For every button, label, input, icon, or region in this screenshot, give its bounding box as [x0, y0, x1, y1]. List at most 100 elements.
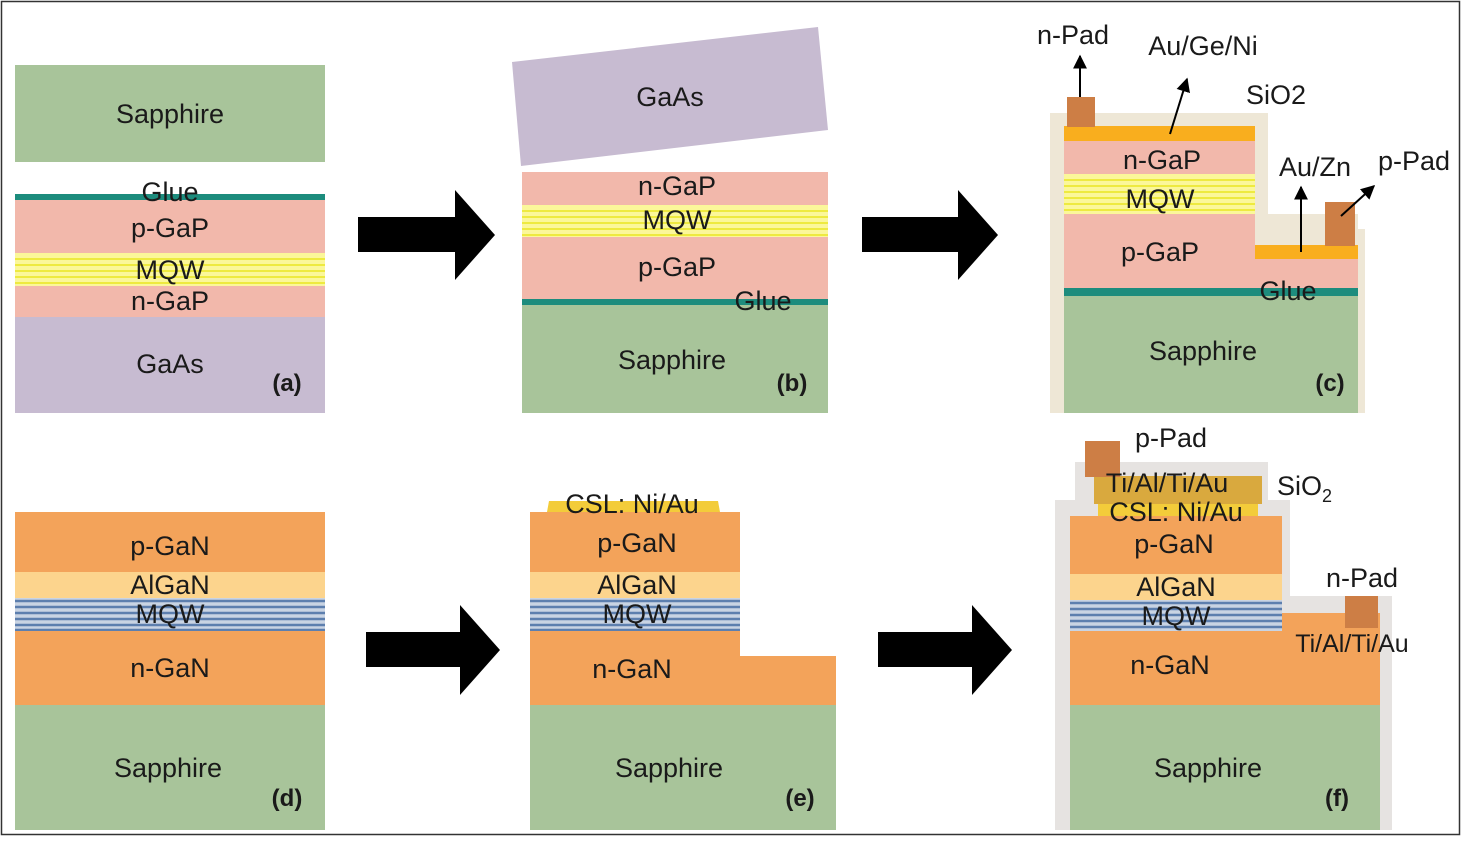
- sapphire-label: Sapphire: [114, 753, 222, 783]
- panel-b: GaAs n-GaP MQW p-GaP Glue Sapphire (b): [512, 27, 828, 413]
- panel-tag: (e): [785, 785, 814, 812]
- n-gan-label: n-GaN: [1130, 650, 1210, 680]
- p-gap-layer: [15, 197, 325, 253]
- p-gap-layer: [522, 237, 828, 299]
- p-gan-label: p-GaN: [597, 528, 677, 558]
- glue-label: Glue: [1259, 276, 1316, 306]
- sio2-label: SiO2: [1246, 80, 1306, 110]
- panel-tag: (b): [777, 370, 808, 397]
- p-pad-label: p-Pad: [1378, 146, 1450, 176]
- p-gan-label: p-GaN: [1134, 529, 1214, 559]
- n-gap-label: n-GaP: [638, 171, 716, 201]
- process-arrow-4: [878, 605, 1012, 695]
- csl-label: CSL: Ni/Au: [565, 489, 699, 519]
- mqw-lines: [1070, 601, 1282, 629]
- algan-label: AlGaN: [1136, 572, 1216, 602]
- panel-tag: (d): [272, 785, 303, 812]
- mqw-lines: [530, 599, 740, 632]
- process-arrow-3: [366, 605, 500, 695]
- p-gan-layer: [1070, 516, 1282, 574]
- n-gan-layer: [15, 631, 325, 705]
- sapphire-layer: [1064, 296, 1358, 413]
- p-gap-label: p-GaP: [131, 213, 209, 243]
- n-pad-label: n-Pad: [1037, 20, 1109, 50]
- panel-c: n-Pad Au/Ge/Ni SiO2 n-GaP MQW Au/Zn p-Pa…: [1037, 20, 1450, 413]
- panel-e: CSL: Ni/Au p-GaN AlGaN MQW n-GaN Sapphir…: [530, 489, 836, 830]
- algan-label: AlGaN: [130, 570, 210, 600]
- n-gap-layer: [522, 172, 828, 205]
- mqw-label: MQW: [1126, 184, 1195, 214]
- mqw-label: MQW: [136, 255, 205, 285]
- sapphire-layer: [522, 305, 828, 413]
- ti-al-ti-au-side-label: Ti/Al/Ti/Au: [1295, 630, 1408, 658]
- panel-a: Sapphire Glue p-GaP MQW n-GaP GaAs (a): [15, 65, 325, 413]
- n-pad: [1067, 97, 1095, 127]
- sapphire-layer: [1070, 705, 1380, 830]
- panel-tag: (c): [1315, 370, 1344, 397]
- glue-layer: [522, 299, 828, 305]
- sapphire-layer: [15, 65, 325, 162]
- panel-tag: (f): [1325, 785, 1349, 812]
- p-pad: [1085, 441, 1120, 477]
- p-gap-label: p-GaP: [638, 252, 716, 282]
- algan-label: AlGaN: [597, 570, 677, 600]
- csl-layer: [547, 501, 720, 512]
- glue-layer: [15, 194, 325, 200]
- mqw-label: MQW: [603, 599, 672, 629]
- au-zn-contact: [1255, 245, 1358, 259]
- panel-tag: (a): [272, 370, 301, 397]
- gaas-label: GaAs: [136, 349, 204, 379]
- au-ge-ni-label: Au/Ge/Ni: [1148, 31, 1258, 61]
- sapphire-label: Sapphire: [618, 345, 726, 375]
- mqw-label: MQW: [136, 599, 205, 629]
- callout-arrows: [1073, 54, 1376, 252]
- ti-al-ti-au-top-label: Ti/Al/Ti/Au: [1106, 468, 1229, 498]
- panel-f: p-Pad Ti/Al/Ti/Au SiO2 CSL: Ni/Au p-GaN …: [1055, 423, 1409, 830]
- gaas-substrate-lifted: [512, 27, 828, 166]
- glue-layer: [1064, 288, 1358, 296]
- mqw-label: MQW: [1142, 601, 1211, 631]
- n-gap-layer: [15, 286, 325, 317]
- n-gap-label: n-GaP: [131, 286, 209, 316]
- csl-layer: [1098, 504, 1258, 516]
- sapphire-label: Sapphire: [116, 99, 224, 129]
- p-gan-layer: [530, 512, 740, 572]
- n-gap-label: n-GaP: [1123, 145, 1201, 175]
- mqw-lines: [15, 599, 325, 632]
- sapphire-label: Sapphire: [615, 753, 723, 783]
- mqw-lines: [522, 210, 828, 236]
- mqw-lines: [1064, 179, 1255, 211]
- mqw-lines: [15, 258, 325, 284]
- csl-label: CSL: Ni/Au: [1109, 497, 1243, 527]
- n-gap-layer: [1064, 141, 1255, 174]
- p-pad-label: p-Pad: [1135, 423, 1207, 453]
- p-pad: [1325, 202, 1355, 246]
- n-pad: [1345, 596, 1378, 628]
- n-gan-mesa-layer: [530, 631, 836, 705]
- process-arrow-2: [862, 190, 998, 280]
- au-ge-ni-contact: [1064, 126, 1255, 141]
- gaas-layer: [15, 317, 325, 413]
- n-gan-label: n-GaN: [130, 653, 210, 683]
- n-gan-label: n-GaN: [592, 654, 672, 684]
- sio2-label: SiO2: [1277, 471, 1332, 506]
- glue-label: Glue: [141, 177, 198, 207]
- mqw-label: MQW: [643, 205, 712, 235]
- gaas-label: GaAs: [636, 82, 704, 112]
- p-gap-label: p-GaP: [1121, 237, 1199, 267]
- p-gan-label: p-GaN: [130, 531, 210, 561]
- process-arrow-1: [358, 190, 495, 280]
- sapphire-label: Sapphire: [1154, 753, 1262, 783]
- sapphire-label: Sapphire: [1149, 336, 1257, 366]
- glue-label: Glue: [734, 286, 791, 316]
- n-pad-label: n-Pad: [1326, 563, 1398, 593]
- sio2-main: SiO: [1277, 471, 1322, 501]
- sio2-subscript: 2: [1322, 486, 1332, 506]
- p-gan-layer: [15, 512, 325, 572]
- panel-d: p-GaN AlGaN MQW n-GaN Sapphire (d): [15, 512, 325, 830]
- sapphire-layer: [530, 705, 836, 830]
- algan-layer: [1070, 574, 1282, 600]
- ti-al-ti-au-p-contact: [1094, 476, 1262, 504]
